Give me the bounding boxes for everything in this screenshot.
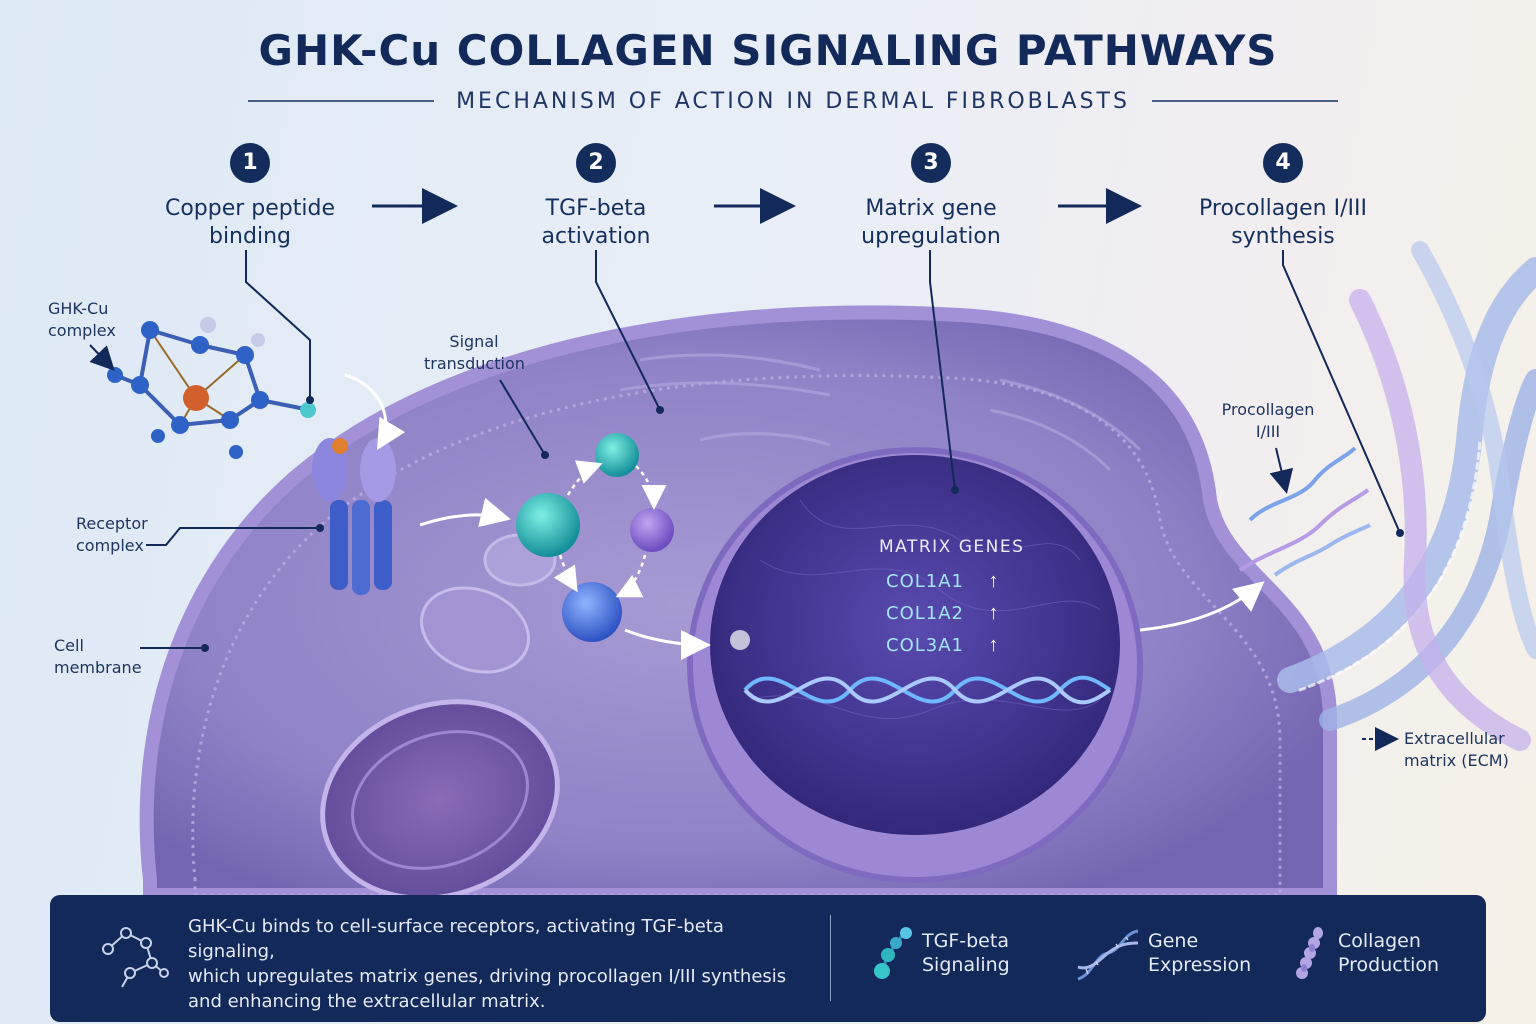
- legend-gene-expression: Gene Expression: [1148, 929, 1251, 977]
- step-label-line2: activation: [541, 224, 651, 249]
- dna-icon: [1077, 929, 1139, 981]
- footer-divider: [830, 915, 831, 1001]
- endoplasmic-reticulum: [619, 353, 1142, 472]
- legend-label: Production: [1338, 954, 1440, 976]
- step-number: 2: [576, 143, 616, 183]
- callout-line: I/III: [1255, 422, 1281, 441]
- subtitle-row: MECHANISM OF ACTION IN DERMAL FIBROBLAST…: [248, 86, 1339, 116]
- summary-footer: GHK-Cu binds to cell-surface receptors, …: [50, 895, 1486, 1022]
- mitochondrion: [320, 533, 560, 901]
- protein-blue: [562, 582, 622, 642]
- callout-line: membrane: [54, 658, 142, 677]
- callout-ghk-cu-complex: GHK-Cu complex: [48, 298, 116, 342]
- subtitle-rule-left: [248, 100, 435, 102]
- step-number: 3: [911, 143, 951, 183]
- step-label-line2: binding: [208, 224, 291, 249]
- callout-cell-membrane: Cell membrane: [54, 635, 142, 679]
- protein-teal: [516, 493, 580, 557]
- callout-line: Procollagen: [1221, 400, 1315, 419]
- step-label-line1: TGF-beta: [545, 196, 647, 221]
- legend-label: Gene: [1148, 930, 1199, 952]
- step-number: 1: [230, 143, 270, 183]
- step-label-line2: synthesis: [1231, 224, 1335, 249]
- step-label-line1: Procollagen I/III: [1199, 196, 1367, 221]
- callout-line: transduction: [424, 354, 525, 373]
- up-arrow-icon: ↑: [988, 634, 999, 656]
- collagen-icon: [1296, 927, 1323, 979]
- callout-receptor-complex: Receptor complex: [76, 513, 148, 557]
- gene-name: COL1A1: [886, 571, 964, 592]
- step-3: 3 Matrix gene upregulation: [811, 143, 1051, 251]
- callout-dots: [201, 451, 549, 652]
- nucleus: [687, 447, 1143, 883]
- ghk-cu-molecule: [107, 317, 406, 459]
- step-2: 2 TGF-beta activation: [476, 143, 716, 251]
- legend-label: TGF-beta: [922, 930, 1009, 952]
- gene-row-col3a1: COL3A1 ↑: [886, 634, 998, 657]
- legend-label: Expression: [1148, 954, 1252, 976]
- callout-ecm: Extracellular matrix (ECM): [1404, 728, 1509, 772]
- callout-line: complex: [76, 536, 144, 555]
- legend-tgf-beta: TGF-beta Signaling: [922, 929, 1010, 977]
- gene-row-col1a1: COL1A1 ↑: [886, 570, 998, 593]
- subtitle-rule-right: [1151, 100, 1339, 102]
- molecule-icon: [874, 927, 912, 979]
- callout-procollagen: Procollagen I/III: [1213, 399, 1323, 443]
- callout-line: complex: [48, 321, 116, 340]
- step-4: 4 Procollagen I/III synthesis: [1163, 143, 1403, 251]
- callout-line: Signal: [449, 332, 499, 351]
- step-number: 4: [1263, 143, 1303, 183]
- gene-row-col1a2: COL1A2 ↑: [886, 602, 998, 625]
- matrix-genes-title: MATRIX GENES: [879, 537, 1025, 557]
- page-subtitle: MECHANISM OF ACTION IN DERMAL FIBROBLAST…: [456, 88, 1130, 114]
- page-title: GHK-Cu COLLAGEN SIGNALING PATHWAYS: [258, 26, 1278, 75]
- protein-teal-small: [595, 433, 639, 477]
- step-label-line1: Copper peptide: [164, 196, 336, 221]
- callout-signal-transduction: Signal transduction: [424, 331, 525, 375]
- callout-line: GHK-Cu: [48, 299, 109, 318]
- step-label-line2: upregulation: [861, 224, 1001, 249]
- dna-helix: [743, 675, 1112, 705]
- legend-label: Collagen: [1338, 930, 1421, 952]
- summary-line: and enhancing the extracellular matrix.: [188, 991, 546, 1012]
- protein-violet: [630, 508, 674, 552]
- callout-line: Receptor: [76, 514, 148, 533]
- callout-line: Extracellular: [1404, 729, 1505, 748]
- up-arrow-icon: ↑: [988, 602, 999, 624]
- step-label-line1: Matrix gene: [865, 196, 997, 221]
- summary-line: which upregulates matrix genes, driving …: [188, 966, 787, 987]
- signaling-proteins: [419, 433, 750, 660]
- procollagen-strands: [1139, 446, 1371, 632]
- callout-line: matrix (ECM): [1404, 751, 1509, 770]
- legend-collagen-production: Collagen Production: [1338, 929, 1439, 977]
- summary-line: GHK-Cu binds to cell-surface receptors, …: [188, 916, 724, 962]
- ecm-collagen-fibers: [1277, 241, 1536, 751]
- up-arrow-icon: ↑: [988, 570, 999, 592]
- copper-atom: [183, 385, 209, 411]
- gene-name: COL3A1: [886, 635, 964, 656]
- leader-dots: [306, 396, 1404, 537]
- legend-label: Signaling: [922, 954, 1010, 976]
- step-1: 1 Copper peptide binding: [130, 143, 370, 251]
- summary-text: GHK-Cu binds to cell-surface receptors, …: [188, 914, 788, 1014]
- gene-name: COL1A2: [886, 603, 964, 624]
- callout-leaders: [89, 344, 1399, 751]
- step-leader-lines: [245, 250, 1401, 534]
- molecule-network-icon: [102, 927, 169, 988]
- receptor-complex: [312, 438, 396, 595]
- callout-line: Cell: [54, 636, 84, 655]
